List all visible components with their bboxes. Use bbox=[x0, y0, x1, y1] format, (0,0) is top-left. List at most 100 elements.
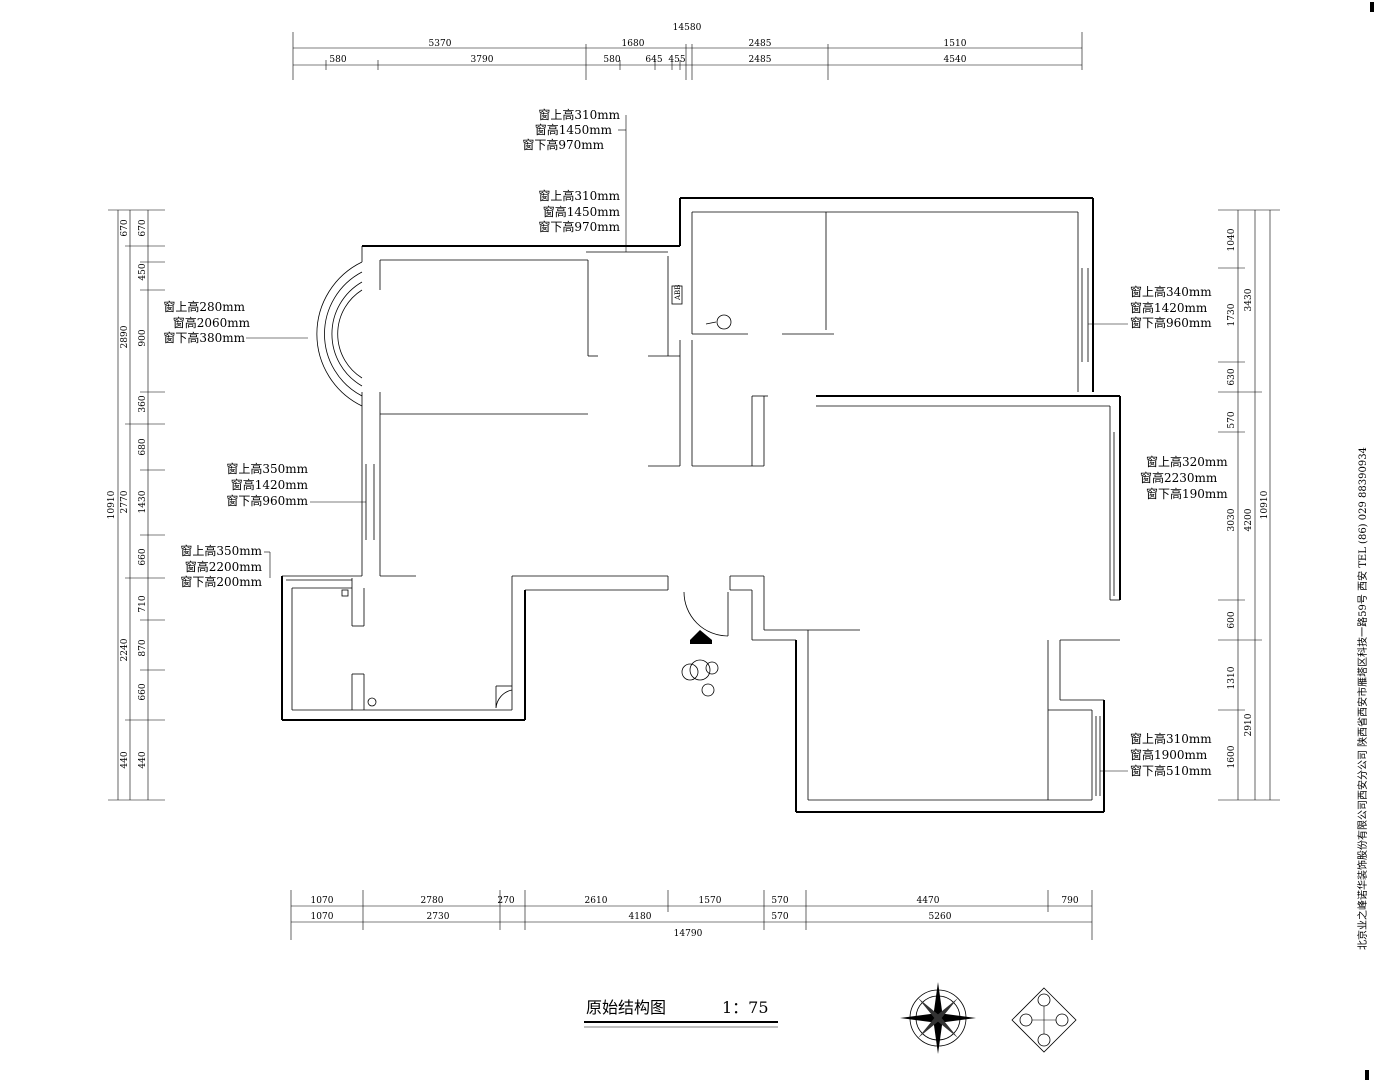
window-note: 窗上高350mm 窗高2200mm 窗下高200mm bbox=[180, 543, 271, 589]
right-inner-dim: 1040 bbox=[1227, 228, 1237, 251]
window-height: 窗高1450mm bbox=[535, 122, 613, 137]
left-mid-dim: 2770 bbox=[120, 490, 130, 513]
compass-rose-icon bbox=[900, 982, 976, 1054]
left-inner-dim: 900 bbox=[138, 329, 148, 346]
right-inner-dim: 570 bbox=[1227, 411, 1237, 428]
window-note: 窗上高310mm 窗高1900mm 窗下高510mm bbox=[1100, 731, 1212, 778]
right-dimension-chain: 10910 3430 4200 2910 1040 1730 630 570 3… bbox=[1218, 209, 1280, 801]
walls bbox=[281, 197, 1121, 813]
left-inner-dim: 450 bbox=[138, 263, 148, 280]
right-outer-dim: 10910 bbox=[1260, 490, 1270, 519]
entrance-arrow-icon bbox=[690, 630, 712, 644]
left-inner-dim: 710 bbox=[138, 595, 148, 612]
bottom-row2-dim: 570 bbox=[771, 912, 788, 922]
window-note: 窗上高320mm 窗高2230mm 窗下高190mm bbox=[1140, 454, 1228, 501]
window-bottom-height: 窗下高190mm bbox=[1146, 486, 1228, 501]
window-bottom-height: 窗下高510mm bbox=[1130, 763, 1212, 778]
top-row2-dim: 3790 bbox=[471, 55, 494, 65]
window-bottom-height: 窗下高200mm bbox=[180, 574, 262, 589]
left-mid-dim: 2890 bbox=[120, 325, 130, 348]
bottom-row2-dim: 2730 bbox=[427, 912, 450, 922]
top-row1-dim: 2485 bbox=[749, 39, 772, 49]
right-inner-dim: 1600 bbox=[1227, 745, 1237, 768]
bottom-row1-dim: 270 bbox=[497, 896, 514, 906]
right-inner-dim: 1310 bbox=[1227, 666, 1237, 689]
bottom-dimension-chain: 1070 2780 270 2610 1570 570 4470 790 107… bbox=[290, 890, 1093, 940]
window-bottom-height: 窗下高960mm bbox=[226, 493, 308, 508]
left-mid-dim: 440 bbox=[120, 751, 130, 768]
top-row1-dim: 1510 bbox=[944, 39, 967, 49]
top-row2-dim: 580 bbox=[329, 55, 346, 65]
windows bbox=[286, 251, 1115, 796]
top-row1-dim: 5370 bbox=[429, 39, 452, 49]
drawing-title: 原始结构图 bbox=[586, 998, 666, 1017]
left-dimension-chain: 10910 670 2890 2770 2240 440 670 450 900… bbox=[107, 209, 165, 801]
top-dimension-chain: 14580 5370 1680 2485 1510 580 3790 580 6… bbox=[292, 23, 1083, 80]
window-top-height: 窗上高320mm bbox=[1146, 454, 1228, 469]
bottom-row2-dim: 4180 bbox=[629, 912, 652, 922]
left-inner-dim: 440 bbox=[138, 751, 148, 768]
bottom-row2-dim: 5260 bbox=[929, 912, 952, 922]
window-top-height: 窗上高340mm bbox=[1130, 284, 1212, 299]
window-height: 窗高2060mm bbox=[173, 315, 251, 330]
window-height: 窗高1900mm bbox=[1130, 747, 1208, 762]
floor-drain-icon bbox=[341, 589, 377, 707]
right-mid-dim: 4200 bbox=[1244, 508, 1254, 531]
left-inner-dim: 680 bbox=[138, 438, 148, 455]
window-top-height: 窗上高280mm bbox=[163, 299, 245, 314]
window-height: 窗高2200mm bbox=[185, 559, 263, 574]
window-top-height: 窗上高310mm bbox=[1130, 731, 1212, 746]
plumbing-symbol-icon: ABB bbox=[671, 285, 683, 305]
window-note: 窗上高280mm 窗高2060mm 窗下高380mm bbox=[163, 299, 308, 345]
bottom-row1-dim: 1070 bbox=[311, 896, 334, 906]
top-row1-dim: 1680 bbox=[622, 39, 645, 49]
window-bottom-height: 窗下高960mm bbox=[1130, 315, 1212, 330]
bottom-row2-dim: 1070 bbox=[311, 912, 334, 922]
window-note: 窗上高340mm 窗高1420mm 窗下高960mm bbox=[1088, 284, 1212, 330]
right-mid-dim: 2910 bbox=[1244, 713, 1254, 736]
top-total-dim: 14580 bbox=[673, 23, 702, 33]
left-mid-dim: 670 bbox=[120, 219, 130, 236]
left-inner-dim: 660 bbox=[138, 683, 148, 700]
bottom-row1-dim: 2780 bbox=[421, 896, 444, 906]
left-inner-dim: 670 bbox=[138, 219, 148, 236]
bottom-row1-dim: 570 bbox=[771, 896, 788, 906]
window-height: 窗高1420mm bbox=[231, 477, 309, 492]
bottom-row1-dim: 1570 bbox=[699, 896, 722, 906]
window-note: 窗上高310mm 窗高1450mm 窗下高970mm bbox=[522, 107, 627, 252]
right-inner-dim: 630 bbox=[1227, 368, 1237, 385]
drawing-scale: 1：75 bbox=[722, 998, 769, 1017]
top-row2-dim: 580 bbox=[603, 55, 620, 65]
drawing-title-block: 原始结构图 1：75 bbox=[584, 998, 778, 1028]
left-outer-dim: 10910 bbox=[107, 490, 117, 519]
entrance-door bbox=[495, 591, 729, 709]
window-note: 窗上高350mm 窗高1420mm 窗下高960mm bbox=[226, 461, 366, 508]
right-mid-dim: 3430 bbox=[1244, 288, 1254, 311]
top-row2-dim: 645 bbox=[645, 55, 662, 65]
window-bottom-height: 窗下高970mm bbox=[538, 219, 620, 234]
top-row2-dim: 2485 bbox=[749, 55, 772, 65]
left-inner-dim: 660 bbox=[138, 548, 148, 565]
window-top-height: 窗上高310mm bbox=[538, 107, 620, 122]
window-bottom-height: 窗下高970mm bbox=[522, 137, 604, 152]
svg-text:ABB: ABB bbox=[674, 285, 682, 301]
window-height: 窗高2230mm bbox=[1140, 470, 1218, 485]
right-inner-dim: 600 bbox=[1227, 611, 1237, 628]
window-height: 窗高1450mm bbox=[543, 204, 621, 219]
seasonal-wind-icon bbox=[1011, 987, 1077, 1053]
window-bottom-height: 窗下高380mm bbox=[163, 330, 245, 345]
bottom-row1-dim: 790 bbox=[1061, 896, 1078, 906]
gas-meter-icon bbox=[705, 314, 732, 330]
left-inner-dim: 870 bbox=[138, 639, 148, 656]
right-inner-dim: 3030 bbox=[1227, 508, 1237, 531]
left-inner-dim: 1430 bbox=[138, 490, 148, 513]
bottom-total-dim: 14790 bbox=[674, 929, 703, 939]
bay-window bbox=[316, 261, 363, 407]
entrance-figure-icon bbox=[681, 659, 719, 697]
company-info-text: 北京业之峰诺华装饰股份有限公司西安分公司 陕西省西安市雁塔区科技一路59号 西安… bbox=[1356, 447, 1369, 950]
top-row2-dim: 4540 bbox=[944, 55, 967, 65]
right-inner-dim: 1730 bbox=[1227, 303, 1237, 326]
window-note: 窗上高310mm 窗高1450mm 窗下高970mm bbox=[538, 188, 620, 234]
